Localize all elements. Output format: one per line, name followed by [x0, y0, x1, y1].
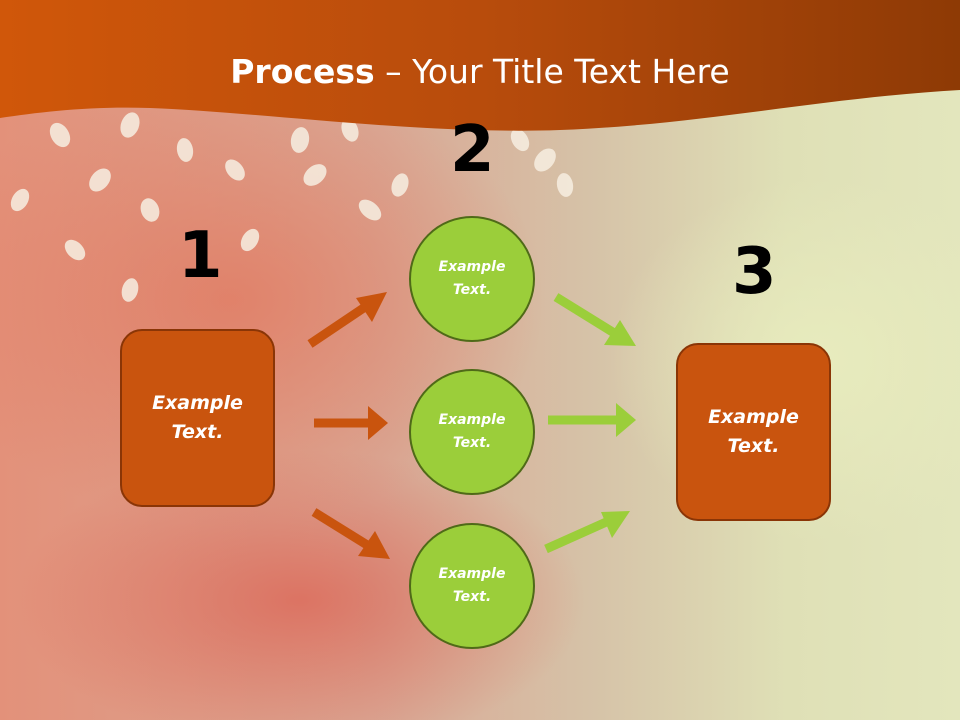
step-number-2: 2 — [450, 113, 495, 187]
header-band — [0, 0, 960, 131]
right-step-box: Example Text. — [676, 343, 831, 521]
circle-bottom: Example Text. — [409, 523, 535, 649]
left-step-box: Example Text. — [120, 329, 275, 507]
circle-middle: Example Text. — [409, 369, 535, 495]
arrow-left-to-middle — [314, 406, 388, 440]
arrow-middle-to-right — [548, 403, 636, 437]
title-bold: Process — [230, 52, 375, 91]
circle-top: Example Text. — [409, 216, 535, 342]
arrow-left-to-top — [307, 292, 387, 348]
arrow-bottom-to-right — [544, 511, 630, 554]
arrow-left-to-bottom — [311, 508, 390, 559]
circle-middle-text: Example Text. — [438, 412, 506, 451]
arrow-top-to-right — [553, 293, 636, 346]
title-rest: – Your Title Text Here — [374, 52, 730, 91]
left-step-text: Example Text. — [152, 392, 243, 443]
right-step-text: Example Text. — [708, 406, 799, 457]
circle-bottom-text: Example Text. — [438, 566, 506, 605]
slide-title: Process – Your Title Text Here — [0, 52, 960, 91]
circle-top-text: Example Text. — [438, 259, 506, 298]
step-number-3: 3 — [732, 235, 777, 309]
step-number-1: 1 — [178, 219, 223, 293]
